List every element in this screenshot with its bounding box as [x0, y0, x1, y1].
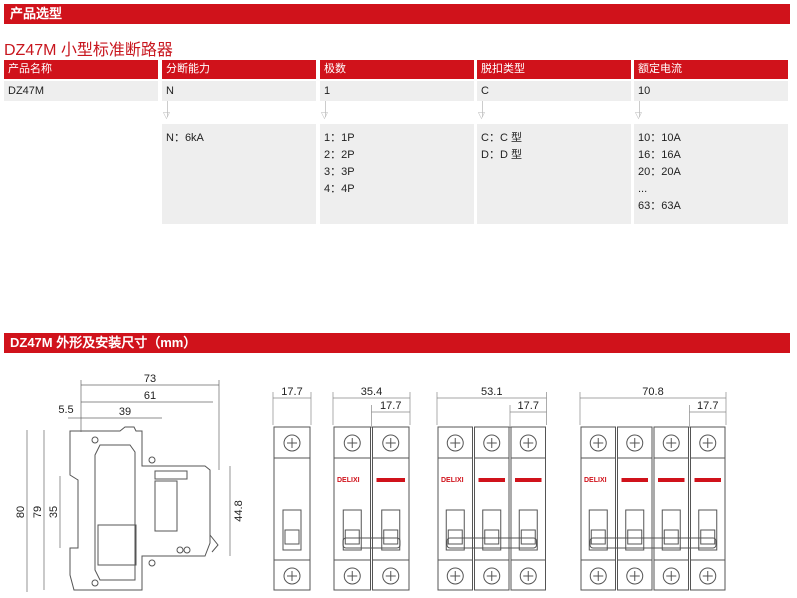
column-value: N [162, 81, 316, 101]
column-value: DZ47M [4, 81, 158, 101]
dim-35: 35 [48, 506, 60, 518]
column-value: 1 [320, 81, 474, 101]
options-list: C：C 型 D：D 型 [477, 124, 631, 224]
column-header: 产品名称 [4, 60, 158, 79]
front-view-1p [272, 392, 312, 591]
column-header: 脱扣类型 [477, 60, 631, 79]
side-view-dimension-lines [26, 380, 231, 592]
arrow-down-icon: ▽ [321, 110, 328, 120]
dim-73: 73 [144, 373, 156, 385]
front-total-width: 70.8 [642, 386, 663, 398]
option-item: 3：3P [324, 166, 355, 178]
front-view-4p [579, 392, 727, 591]
option-item: 63：63A [638, 200, 681, 212]
option-item: 20：20A [638, 166, 681, 178]
brand-logo: DELIXI [584, 477, 607, 484]
front-total-width: 17.7 [281, 386, 302, 398]
column-value: 10 [634, 81, 788, 101]
option-item: 16：16A [638, 149, 681, 161]
option-item: N：6kA [166, 132, 204, 144]
front-module-width: 17.7 [518, 400, 539, 412]
arrow-down-icon: ▽ [635, 110, 642, 120]
section-header-dimensions: DZ47M 外形及安装尺寸（mm） [4, 333, 790, 353]
side-view-drawing [69, 426, 219, 591]
product-title: DZ47M 小型标准断路器 [4, 42, 173, 59]
front-total-width: 53.1 [481, 386, 502, 398]
dim-61: 61 [144, 390, 156, 402]
connector-line [167, 101, 168, 117]
brand-logo: DELIXI [337, 477, 360, 484]
arrow-down-icon: ▽ [163, 110, 170, 120]
column-header: 分断能力 [162, 60, 316, 79]
options-list: 1：1P 2：2P 3：3P 4：4P [320, 124, 474, 224]
dim-80: 80 [15, 506, 27, 518]
option-item: ... [638, 183, 648, 195]
brand-logo: DELIXI [441, 477, 464, 484]
front-view-2p [332, 392, 411, 591]
option-item: 10：10A [638, 132, 681, 144]
front-module-width: 17.7 [697, 400, 718, 412]
front-module-width: 17.7 [380, 400, 401, 412]
front-total-width: 35.4 [361, 386, 382, 398]
dim-79: 79 [32, 506, 44, 518]
option-item: 4：4P [324, 183, 355, 195]
section-header-selection: 产品选型 [4, 4, 790, 24]
dim-44-8: 44.8 [233, 500, 245, 521]
dim-39: 39 [119, 406, 131, 418]
column-value: C [477, 81, 631, 101]
connector-line [482, 101, 483, 117]
column-header: 额定电流 [634, 60, 788, 79]
connector-line [639, 101, 640, 117]
dim-5-5: 5.5 [58, 404, 73, 416]
option-item: C：C 型 [481, 132, 522, 144]
front-view-3p [436, 392, 547, 591]
arrow-down-icon: ▽ [478, 110, 485, 120]
options-list: 10：10A 16：16A 20：20A... 63：63A [634, 124, 788, 224]
column-header: 极数 [320, 60, 474, 79]
connector-line [325, 101, 326, 117]
option-item: 1：1P [324, 132, 355, 144]
option-item: 2：2P [324, 149, 355, 161]
option-item: D：D 型 [481, 149, 522, 161]
options-list: N：6kA [162, 124, 316, 224]
